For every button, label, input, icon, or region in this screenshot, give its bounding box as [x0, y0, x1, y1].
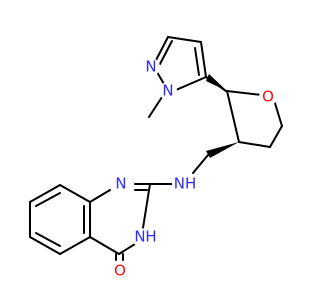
atom-thf-oxygen: O — [259, 88, 277, 106]
bond-c4-c4a — [89, 236, 120, 255]
svg-text:N: N — [162, 82, 173, 100]
bond-ch2-nh — [192, 154, 209, 174]
bond-c8-c7-double — [35, 192, 61, 207]
svg-text:N: N — [115, 175, 126, 193]
wedge-bond-thf-c2-pyrazole — [206, 74, 227, 91]
bond-thf-o-c5 — [273, 99, 283, 127]
bond-c6-c5-double — [35, 232, 61, 247]
bond-thf-c5-c4 — [269, 125, 283, 148]
svg-text:H: H — [145, 228, 156, 246]
molecule-canvas: N N O NH N N — [29, 36, 283, 280]
atom-quinazoline-n1: N — [112, 175, 130, 193]
bond-pyrazole-n2-c3 — [153, 36, 169, 65]
atom-labels: N N O NH N N — [111, 58, 277, 280]
bond-c2-n3 — [142, 183, 151, 229]
bond-thf-c4-c3 — [238, 141, 271, 148]
svg-text:NH: NH — [174, 175, 197, 193]
bond-c6-c5 — [29, 236, 61, 255]
atom-pyrazole-n1: N — [159, 82, 177, 100]
bond-n-methyl — [148, 96, 163, 118]
bond-thf-c3-c2 — [226, 90, 240, 143]
molecule-structure: N N O NH N N — [29, 36, 283, 280]
svg-text:N: N — [134, 228, 145, 246]
wedge-bond-thf-c3-ch2 — [206, 142, 239, 158]
bond-c8-c7 — [29, 184, 61, 203]
bond-c8a-n1 — [89, 189, 111, 203]
bond-thf-c2-o — [226, 90, 263, 96]
bond-pyrazole-c4-c5 — [200, 41, 207, 78]
atom-quinazoline-n3-hydrogen: H — [144, 228, 157, 246]
bond-pyrazole-c5-n1 — [175, 76, 207, 91]
bond-pyrazole-n1-n2 — [156, 71, 165, 85]
bond-c5-c4a — [59, 236, 91, 255]
atom-amine-nh: NH — [172, 175, 198, 193]
svg-text:O: O — [262, 88, 274, 106]
atom-pyrazole-n2: N — [142, 58, 160, 76]
bond-pyrazole-n2-c3-double — [159, 40, 173, 65]
bond-pyrazole-c3-c4 — [167, 36, 202, 43]
bond-pyrazole-c4-c5-double — [194, 47, 200, 76]
atom-carbonyl-oxygen: O — [111, 262, 129, 280]
atom-quinazoline-n3: N — [131, 228, 149, 246]
bond-n3-c4 — [118, 243, 136, 255]
svg-text:O: O — [114, 262, 126, 280]
svg-text:N: N — [145, 58, 156, 76]
bonds — [29, 36, 283, 261]
bond-c8a-c8 — [59, 184, 91, 203]
